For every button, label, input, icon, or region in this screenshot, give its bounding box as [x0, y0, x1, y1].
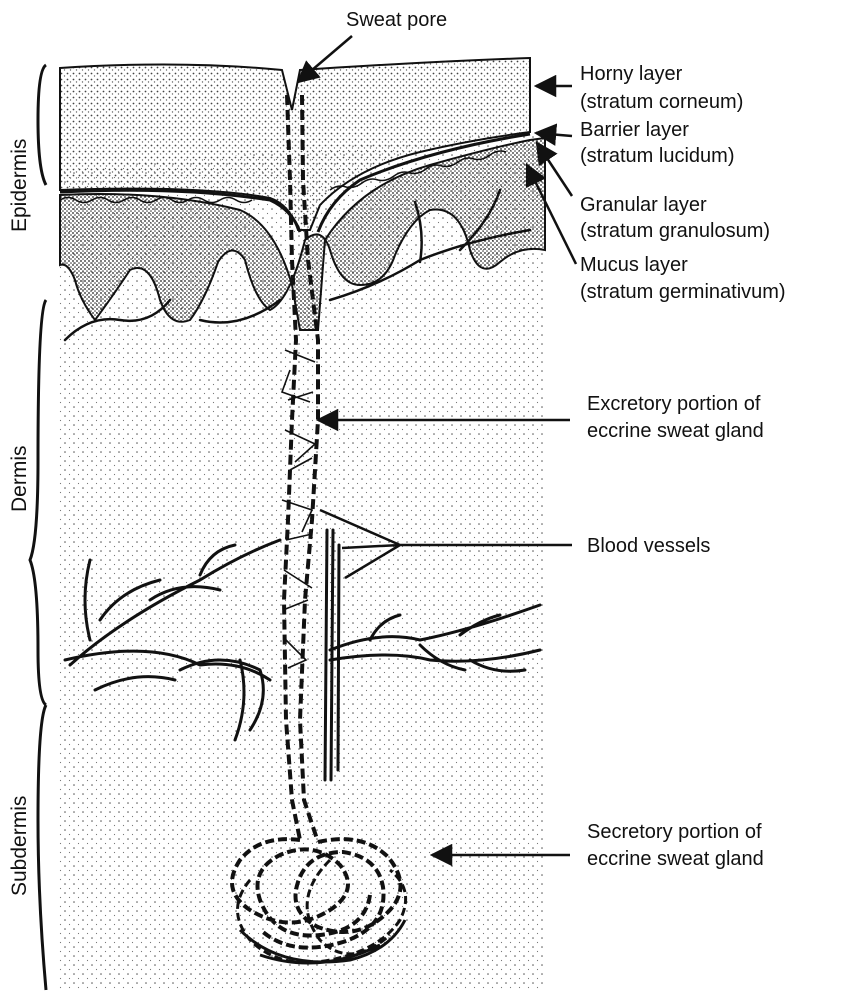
blood-vessels-label: Blood vessels [587, 535, 710, 557]
dermis-label: Dermis [8, 446, 31, 513]
excretory-label-2: eccrine sweat gland [587, 420, 764, 442]
excretory-label-1: Excretory portion of [587, 393, 761, 415]
secretory-label-2: eccrine sweat gland [587, 848, 764, 870]
barrier-layer-label-2: (stratum lucidum) [580, 145, 734, 167]
secretory-label-1: Secretory portion of [587, 821, 762, 843]
section-braces [30, 65, 46, 990]
mucus-layer-label-2: (stratum germinativum) [580, 281, 786, 303]
granular-layer-label-2: (stratum granulosum) [580, 220, 770, 242]
horny-layer-label-2: (stratum corneum) [580, 91, 743, 113]
subdermis-label: Subdermis [8, 796, 31, 896]
granular-layer-label-1: Granular layer [580, 194, 707, 216]
epidermis-label: Epidermis [8, 139, 31, 232]
horny-layer-label-1: Horny layer [580, 63, 683, 85]
barrier-layer-label-1: Barrier layer [580, 119, 689, 141]
sweat-pore-label: Sweat pore [346, 9, 447, 31]
mucus-layer-label-1: Mucus layer [580, 254, 688, 276]
